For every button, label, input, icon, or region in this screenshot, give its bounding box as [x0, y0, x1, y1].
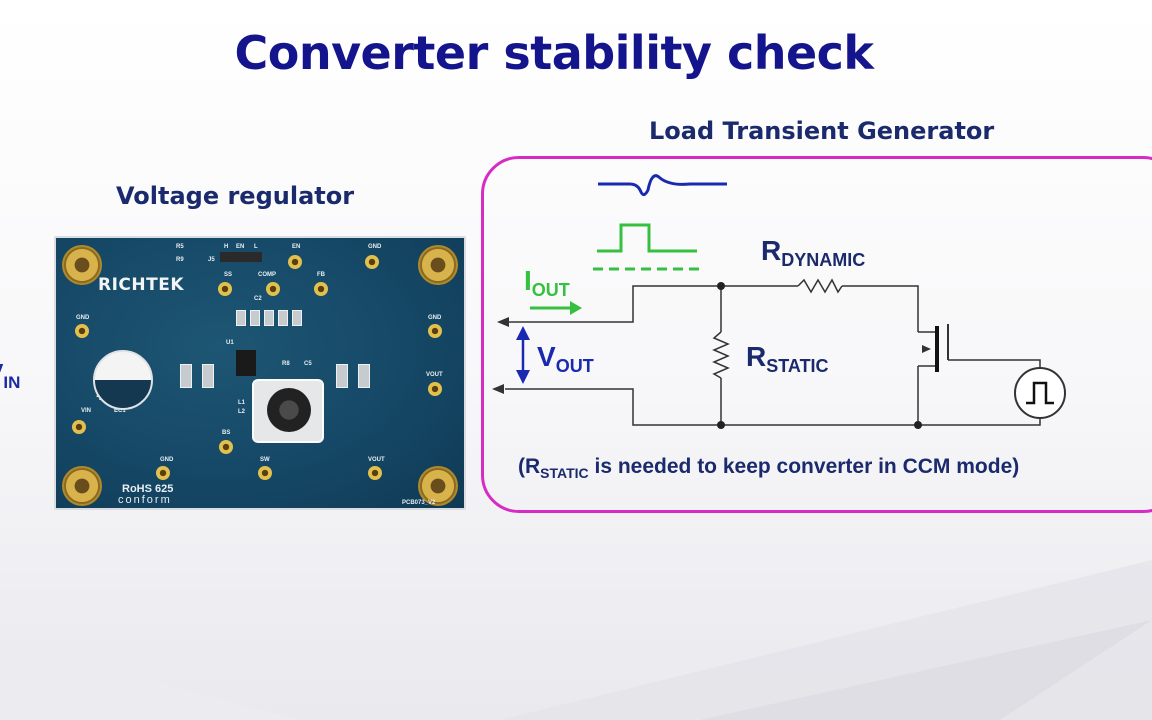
silk-gnd-l: GND [76, 315, 90, 321]
electrolytic-capacitor [93, 350, 153, 410]
vout-arrowhead-up [516, 326, 530, 340]
gen-return [918, 410, 1041, 426]
silk-comp: COMP [258, 272, 276, 278]
mount-hole [418, 245, 458, 285]
capacitor [278, 310, 288, 326]
silk-vin: VIN [81, 408, 92, 414]
test-point [156, 466, 170, 480]
test-point [314, 282, 328, 296]
load-transient-generator-label: Load Transient Generator [649, 117, 995, 145]
silk-r9: R9 [176, 257, 184, 263]
silk-gnd-r: GND [428, 315, 442, 321]
silk-h: H [224, 244, 229, 250]
vin-fragment-label: VIN [0, 358, 20, 393]
mount-hole [418, 466, 458, 506]
capacitor [250, 310, 260, 326]
controller-ic [236, 350, 256, 376]
junction-dot [717, 282, 725, 290]
inductor-core [267, 388, 311, 432]
silk-u1: U1 [226, 340, 234, 346]
capacitor [180, 364, 192, 388]
silk-l1: L1 [238, 400, 246, 406]
r-dynamic-label: RDYNAMIC [761, 235, 865, 270]
iout-arrowhead [570, 301, 582, 315]
silk-en-tp: EN [292, 244, 301, 250]
silk-r5: R5 [176, 244, 184, 250]
test-point [258, 466, 272, 480]
test-point [219, 440, 233, 454]
inductor [252, 379, 324, 443]
silk-j5: J5 [208, 257, 215, 263]
r-static-label: RSTATIC [746, 341, 829, 376]
silk-bs: BS [222, 430, 231, 436]
evaluation-board-image: RICHTEK R5 R9 J5 H EN L EN GND SS COMP F… [54, 236, 466, 510]
jumper-header [220, 252, 262, 262]
voltage-regulator-label: Voltage regulator [116, 182, 355, 210]
rohs-line1: RoHS [122, 483, 152, 495]
capacitor [336, 364, 348, 388]
bottom-rail [505, 388, 918, 426]
junction-dot [914, 421, 922, 429]
rohs-mark: RoHS 625 [122, 484, 173, 495]
silk-fb: FB [317, 272, 325, 278]
silk-vout-b: VOUT [368, 457, 385, 463]
test-point [218, 282, 232, 296]
junction-dot [717, 421, 725, 429]
r-dynamic-resistor [797, 278, 843, 294]
note-sub: STATIC [540, 465, 589, 482]
vin-main: V [0, 358, 3, 388]
test-point [428, 382, 442, 396]
silk-ec1: EC1 [114, 408, 126, 414]
silk-r8: R8 [282, 361, 290, 367]
mount-hole [62, 245, 102, 285]
capacitor [236, 310, 246, 326]
test-point [368, 466, 382, 480]
silk-l2: L2 [238, 409, 246, 415]
top-rail-left [505, 285, 798, 323]
mosfet-symbol [918, 324, 949, 372]
output-arrow-top [497, 317, 509, 327]
rstatic-note: (RSTATIC is needed to keep converter in … [518, 455, 1019, 481]
silk-l: L [254, 244, 258, 250]
output-arrow-bottom [492, 384, 504, 394]
iout-label: IOUT [524, 265, 570, 300]
capacitor [202, 364, 214, 388]
test-point [428, 324, 442, 338]
r-static-resistor [712, 331, 730, 379]
load-current-pulse [597, 223, 697, 253]
silk-c5: C5 [304, 361, 312, 367]
page-title: Converter stability check [234, 26, 874, 80]
top-rail-right [842, 285, 919, 332]
test-point [288, 255, 302, 269]
silk-en: EN [236, 244, 245, 250]
rohs-code: 625 [155, 483, 174, 495]
vout-transient-waveform [598, 174, 727, 197]
note-rest: is needed to keep converter in CCM mode) [588, 455, 1020, 478]
capacitor [264, 310, 274, 326]
capacitor [292, 310, 302, 326]
test-point [266, 282, 280, 296]
capacitor [358, 364, 370, 388]
silk-ss: SS [224, 272, 233, 278]
silk-sw: SW [260, 457, 270, 463]
pcb-id: PCB073_V2 [402, 500, 436, 506]
silk-vout-r: VOUT [426, 372, 443, 378]
rohs-line2: conform [118, 494, 172, 506]
note-open: (R [518, 455, 541, 478]
mount-hole [62, 466, 102, 506]
test-point [75, 324, 89, 338]
test-point [365, 255, 379, 269]
board-brand: RICHTEK [98, 275, 185, 295]
silk-gnd-tl: GND [368, 244, 382, 250]
pulse-generator-symbol [1014, 367, 1066, 419]
vout-label: VOUT [537, 341, 594, 376]
vout-arrowhead-down [516, 370, 530, 384]
vin-sub: IN [3, 373, 21, 393]
test-point [72, 420, 86, 434]
load-transient-frame [481, 156, 1152, 513]
silk-gnd-b: GND [160, 457, 174, 463]
silk-c2: C2 [254, 296, 262, 302]
